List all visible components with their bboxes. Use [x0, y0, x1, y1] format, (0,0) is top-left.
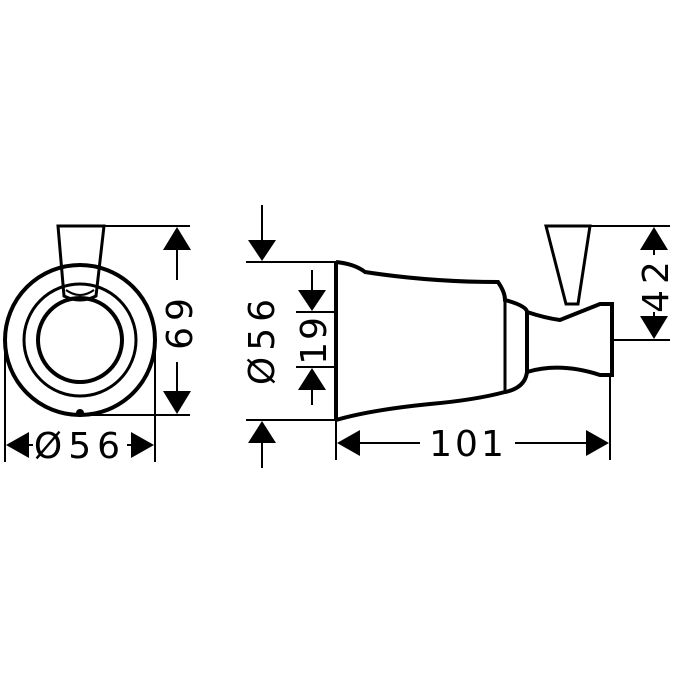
side-depth-label: 101 — [429, 424, 507, 465]
front-diameter-label: Ø56 — [34, 426, 126, 467]
front-outer-rosette — [3, 263, 157, 417]
front-hook-base — [65, 289, 95, 296]
front-height-label: 69 — [160, 292, 201, 350]
side-diameter-dimension: Ø56 — [242, 205, 336, 468]
arrow-up — [248, 421, 276, 443]
side-inner-dimension: 19 — [294, 270, 336, 405]
side-body-outline — [335, 260, 529, 422]
arrow-up — [163, 227, 191, 250]
arrow-down — [640, 316, 668, 339]
front-inner-circle — [36, 296, 124, 384]
front-diameter-dimension: Ø56 — [4, 340, 156, 467]
front-hook — [56, 224, 106, 302]
front-height-dimension: 69 — [80, 225, 201, 416]
arrow-right — [131, 432, 154, 458]
arrow-down — [163, 391, 191, 414]
side-depth-dimension: 101 — [335, 375, 611, 465]
side-hook-cup — [526, 302, 614, 377]
arrow-right — [586, 430, 609, 456]
hook-height-label: 42 — [636, 255, 675, 313]
side-view — [334, 224, 614, 422]
arrow-left — [337, 430, 360, 456]
arrow-down — [298, 290, 326, 311]
front-middle-ring — [22, 282, 138, 398]
side-hook — [544, 224, 592, 306]
front-view — [3, 224, 157, 417]
side-inner-label: 19 — [294, 315, 335, 365]
arrow-up — [298, 368, 326, 390]
arrow-up — [640, 227, 668, 250]
arrow-down — [248, 240, 276, 261]
arrow-left — [6, 432, 29, 458]
side-diameter-label: Ø56 — [242, 293, 283, 385]
hook-height-dimension: 42 — [590, 225, 675, 341]
